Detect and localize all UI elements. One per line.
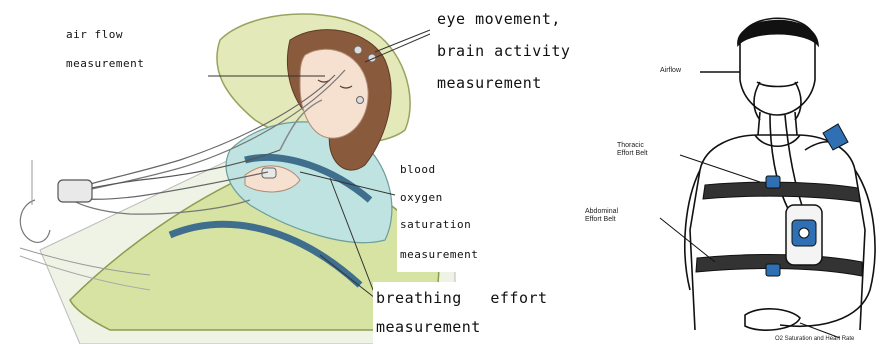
rt-shoulder-sensor [823, 124, 848, 150]
label-air-flow: air flow [66, 28, 123, 41]
rt-hair [738, 21, 818, 45]
label-saturation: saturation [400, 218, 471, 231]
wall-outlet [20, 200, 50, 242]
face-electrode [357, 97, 364, 104]
label-air-flow-measurement: measurement [66, 57, 144, 70]
label-breathing-effort: breathing effort [376, 289, 548, 307]
rt-label-abdominal: Abdominal [585, 208, 618, 216]
rt-torso [690, 135, 865, 330]
recorder-box [58, 180, 92, 202]
rt-label-abdominal-belt: Effort Belt [585, 216, 616, 224]
label-brain-activity: brain activity [437, 42, 570, 60]
rt-label-o2-saturation: O2 Saturation and Heart Rate [775, 336, 854, 343]
rt-hand [745, 309, 800, 330]
rt-thoracic-buckle [766, 176, 780, 188]
label-blood: blood [400, 163, 436, 176]
rt-recorder-button [799, 228, 809, 238]
head-electrode-1 [354, 46, 362, 54]
label-eye-movement: eye movement, [437, 10, 561, 28]
rt-thoracic-belt [703, 182, 860, 202]
label-breathing-measurement: measurement [376, 318, 481, 336]
rt-leader-abdominal [660, 218, 715, 262]
rt-collar [755, 135, 800, 146]
rt-abdominal-buckle [766, 264, 780, 276]
label-eye-measurement: measurement [437, 74, 542, 92]
rt-label-airflow: Airflow [660, 67, 681, 75]
rt-label-thoracic: Thoracic [617, 142, 644, 150]
torso-line-art [685, 18, 875, 330]
label-oxygen: oxygen [400, 191, 443, 204]
label-blood-measurement: measurement [400, 248, 478, 261]
rt-label-thoracic-belt: Effort Belt [617, 150, 648, 158]
rt-leader-thoracic [680, 155, 760, 182]
